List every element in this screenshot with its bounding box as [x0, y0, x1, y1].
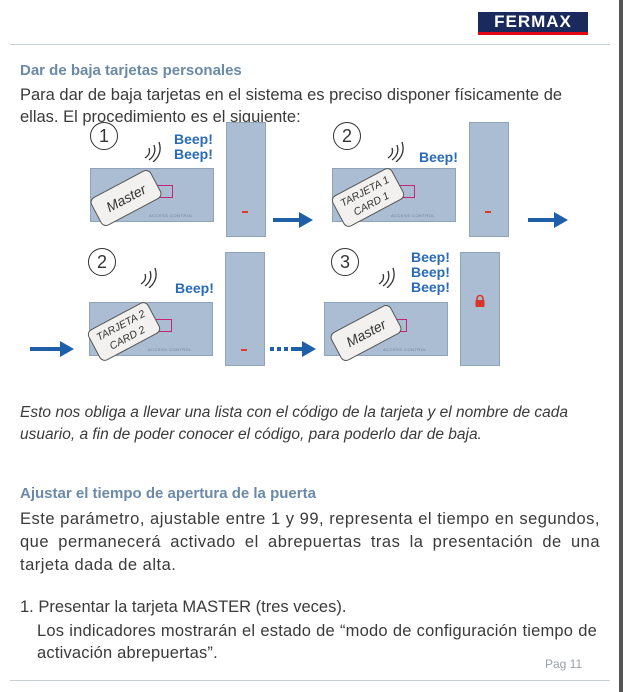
- header-divider: [10, 44, 610, 45]
- beep-label-group: Beep! Beep! Beep!: [411, 250, 450, 295]
- panel-label: ACCESS CONTROL: [391, 213, 436, 218]
- procedure-diagram: 1 Beep! Beep! ACCESS CONTROL Master 2: [0, 118, 623, 368]
- door-reader: [226, 122, 266, 237]
- arrow-right-icon: [273, 212, 313, 228]
- step-number: 1: [90, 122, 118, 150]
- dotted-arrow-icon: [270, 341, 316, 357]
- usage-note: Esto nos obliga a llevar una lista con e…: [20, 404, 569, 443]
- red-indicator: [241, 349, 247, 351]
- door-reader: [469, 122, 509, 237]
- beep-wave-icon: [144, 141, 161, 162]
- fermax-logo: FERMAX: [478, 12, 588, 35]
- beep-label-group: Beep!: [175, 281, 214, 296]
- panel-label: ACCESS CONTROL: [148, 347, 193, 352]
- red-indicator: [485, 211, 491, 213]
- beep-label-group: Beep! Beep!: [174, 132, 213, 162]
- beep-label: Beep!: [174, 131, 213, 147]
- step-1-detail: Los indicadores mostrarán el estado de “…: [37, 622, 597, 662]
- beep-label: Beep!: [419, 149, 458, 165]
- beep-label-group: Beep!: [419, 150, 458, 165]
- beep-label: Beep!: [411, 249, 450, 265]
- door-reader: [225, 252, 265, 366]
- step-number: 2: [88, 248, 116, 276]
- beep-wave-icon: [140, 267, 157, 288]
- page-number: Pag 11: [545, 657, 583, 671]
- beep-label: Beep!: [411, 264, 450, 280]
- panel-label: ACCESS CONTROL: [149, 213, 194, 218]
- lock-icon: [475, 295, 485, 307]
- arrow-right-icon: [30, 341, 74, 357]
- step-1-title: 1. Presentar la tarjeta MASTER (tres vec…: [20, 598, 347, 616]
- section-title-baja: Dar de baja tarjetas personales: [20, 62, 242, 79]
- beep-label: Beep!: [174, 146, 213, 162]
- door-reader: [460, 252, 500, 366]
- section-title-tiempo: Ajustar el tiempo de apertura de la puer…: [20, 485, 316, 502]
- beep-label: Beep!: [175, 280, 214, 296]
- step-number: 3: [331, 248, 359, 276]
- section-intro-tiempo: Este parámetro, ajustable entre 1 y 99, …: [20, 510, 600, 574]
- panel-label: ACCESS CONTROL: [383, 347, 428, 352]
- step-number: 2: [333, 122, 361, 150]
- beep-label: Beep!: [411, 279, 450, 295]
- red-indicator: [242, 211, 248, 213]
- beep-wave-icon: [387, 141, 404, 162]
- section-intro-baja: Para dar de baja tarjetas en el sistema …: [20, 86, 563, 126]
- beep-wave-icon: [378, 267, 395, 288]
- footer-divider: [10, 680, 610, 681]
- arrow-right-icon: [528, 212, 568, 228]
